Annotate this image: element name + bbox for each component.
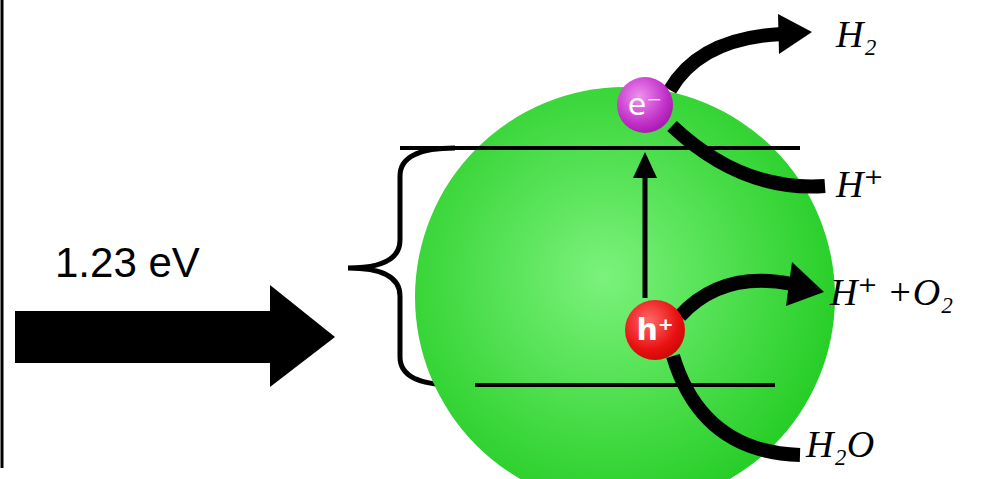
- energy-arrow-body: [15, 311, 272, 363]
- proton-in-band: [672, 126, 825, 187]
- reactant-label: H⁺: [836, 164, 884, 206]
- hole-particle: h⁺: [625, 300, 685, 360]
- h2-out-arrow: [670, 34, 782, 90]
- h2-out-arrowhead: [778, 14, 812, 54]
- product-label: H₂: [836, 14, 877, 56]
- particle-symbol: h⁺: [636, 315, 673, 345]
- semiconductor-particle: [415, 87, 835, 479]
- energy-arrow-head: [270, 285, 335, 387]
- valence-band: [475, 383, 775, 387]
- o2-out-arrow: [680, 281, 792, 316]
- particle-symbol: e⁻: [628, 90, 662, 120]
- o2-out-arrowhead: [786, 262, 824, 306]
- frame-line: [1, 0, 4, 468]
- electron-particle: e⁻: [617, 77, 673, 133]
- reactant-label: H₂O: [806, 424, 874, 466]
- excitation-arrowhead: [633, 152, 657, 178]
- band-gap-energy: 1.23 eV: [55, 240, 200, 286]
- water-in-band: [673, 356, 800, 455]
- excitation-arrow: [643, 176, 648, 298]
- conduction-band: [400, 146, 800, 150]
- product-label: H⁺ +O₂: [830, 272, 953, 314]
